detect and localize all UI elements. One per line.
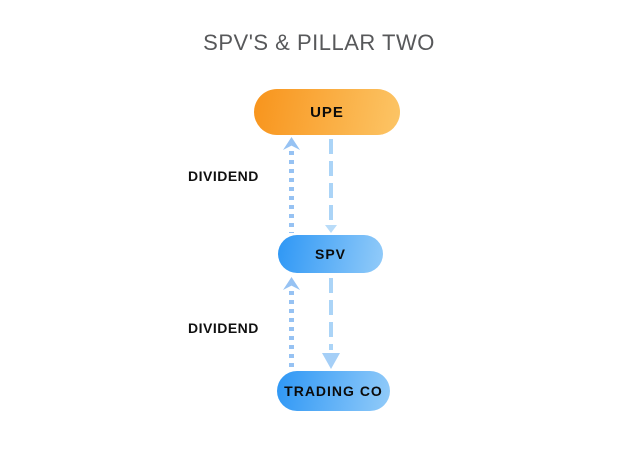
node-spv: SPV xyxy=(278,235,383,273)
node-trading-co: TRADING CO xyxy=(277,371,390,411)
dotted-dividend-arrow-upe xyxy=(289,151,294,233)
node-upe: UPE xyxy=(254,89,400,135)
up-arrowhead-icon xyxy=(283,137,300,150)
node-spv-label: SPV xyxy=(314,246,346,262)
down-arrowhead-icon xyxy=(325,225,337,233)
node-upe-label: UPE xyxy=(310,103,344,121)
up-arrowhead-icon xyxy=(283,277,300,290)
dotted-dividend-arrow-spv xyxy=(289,291,294,371)
node-trading-co-label: TRADING CO xyxy=(284,383,383,399)
down-arrowhead-icon xyxy=(322,353,340,369)
dashed-down-arrow-trading xyxy=(329,278,333,350)
edge-label-dividend-1: DIVIDEND xyxy=(188,168,259,184)
page-title: SPV'S & PILLAR TWO xyxy=(203,30,435,55)
dashed-down-arrow-spv xyxy=(329,139,333,222)
edge-label-dividend-2: DIVIDEND xyxy=(188,320,259,336)
